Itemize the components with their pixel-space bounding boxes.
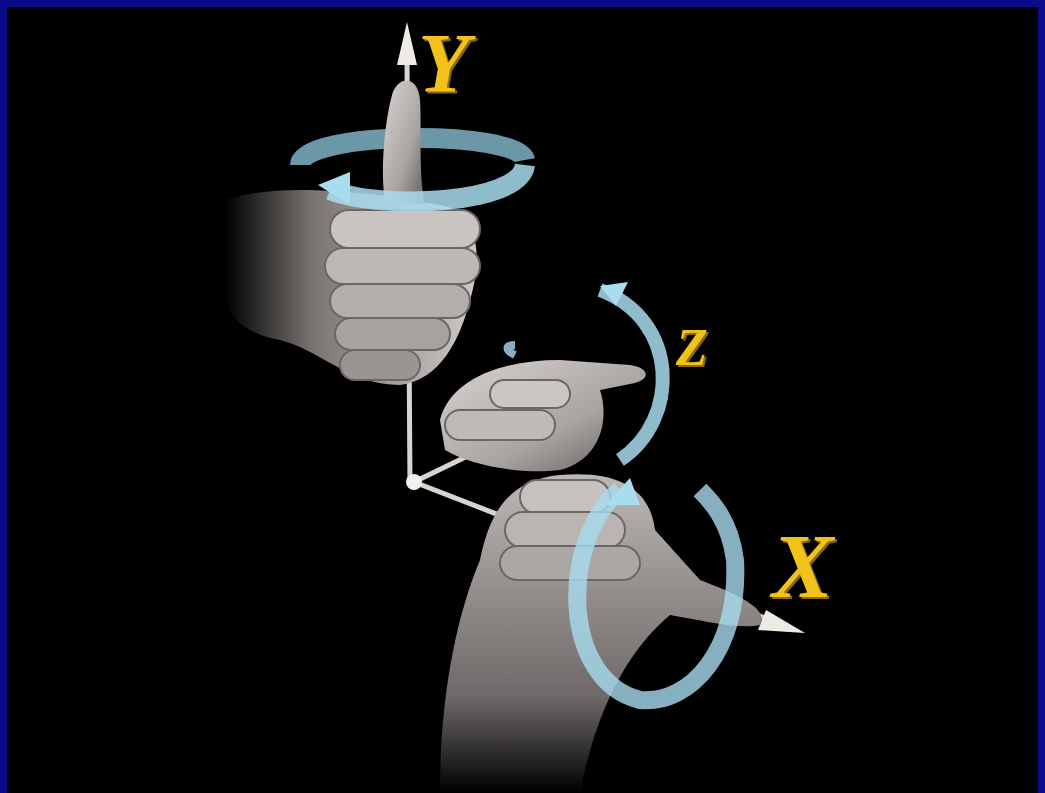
axis-arrowhead (397, 22, 417, 65)
hand (225, 81, 480, 385)
hand (440, 474, 762, 793)
axis-label: X (772, 520, 833, 612)
axis-label: Y (418, 22, 469, 106)
rotation-arrowhead (600, 282, 628, 306)
rotation-band (330, 165, 525, 201)
hand (440, 360, 646, 471)
rotation-band (600, 290, 663, 460)
axis-arrowhead (758, 610, 805, 633)
origin (406, 474, 422, 490)
axis-label: Z (676, 322, 708, 374)
rotation-arrowhead (605, 478, 640, 505)
rotation-band (577, 490, 735, 700)
rotation-arrowhead (318, 172, 350, 205)
